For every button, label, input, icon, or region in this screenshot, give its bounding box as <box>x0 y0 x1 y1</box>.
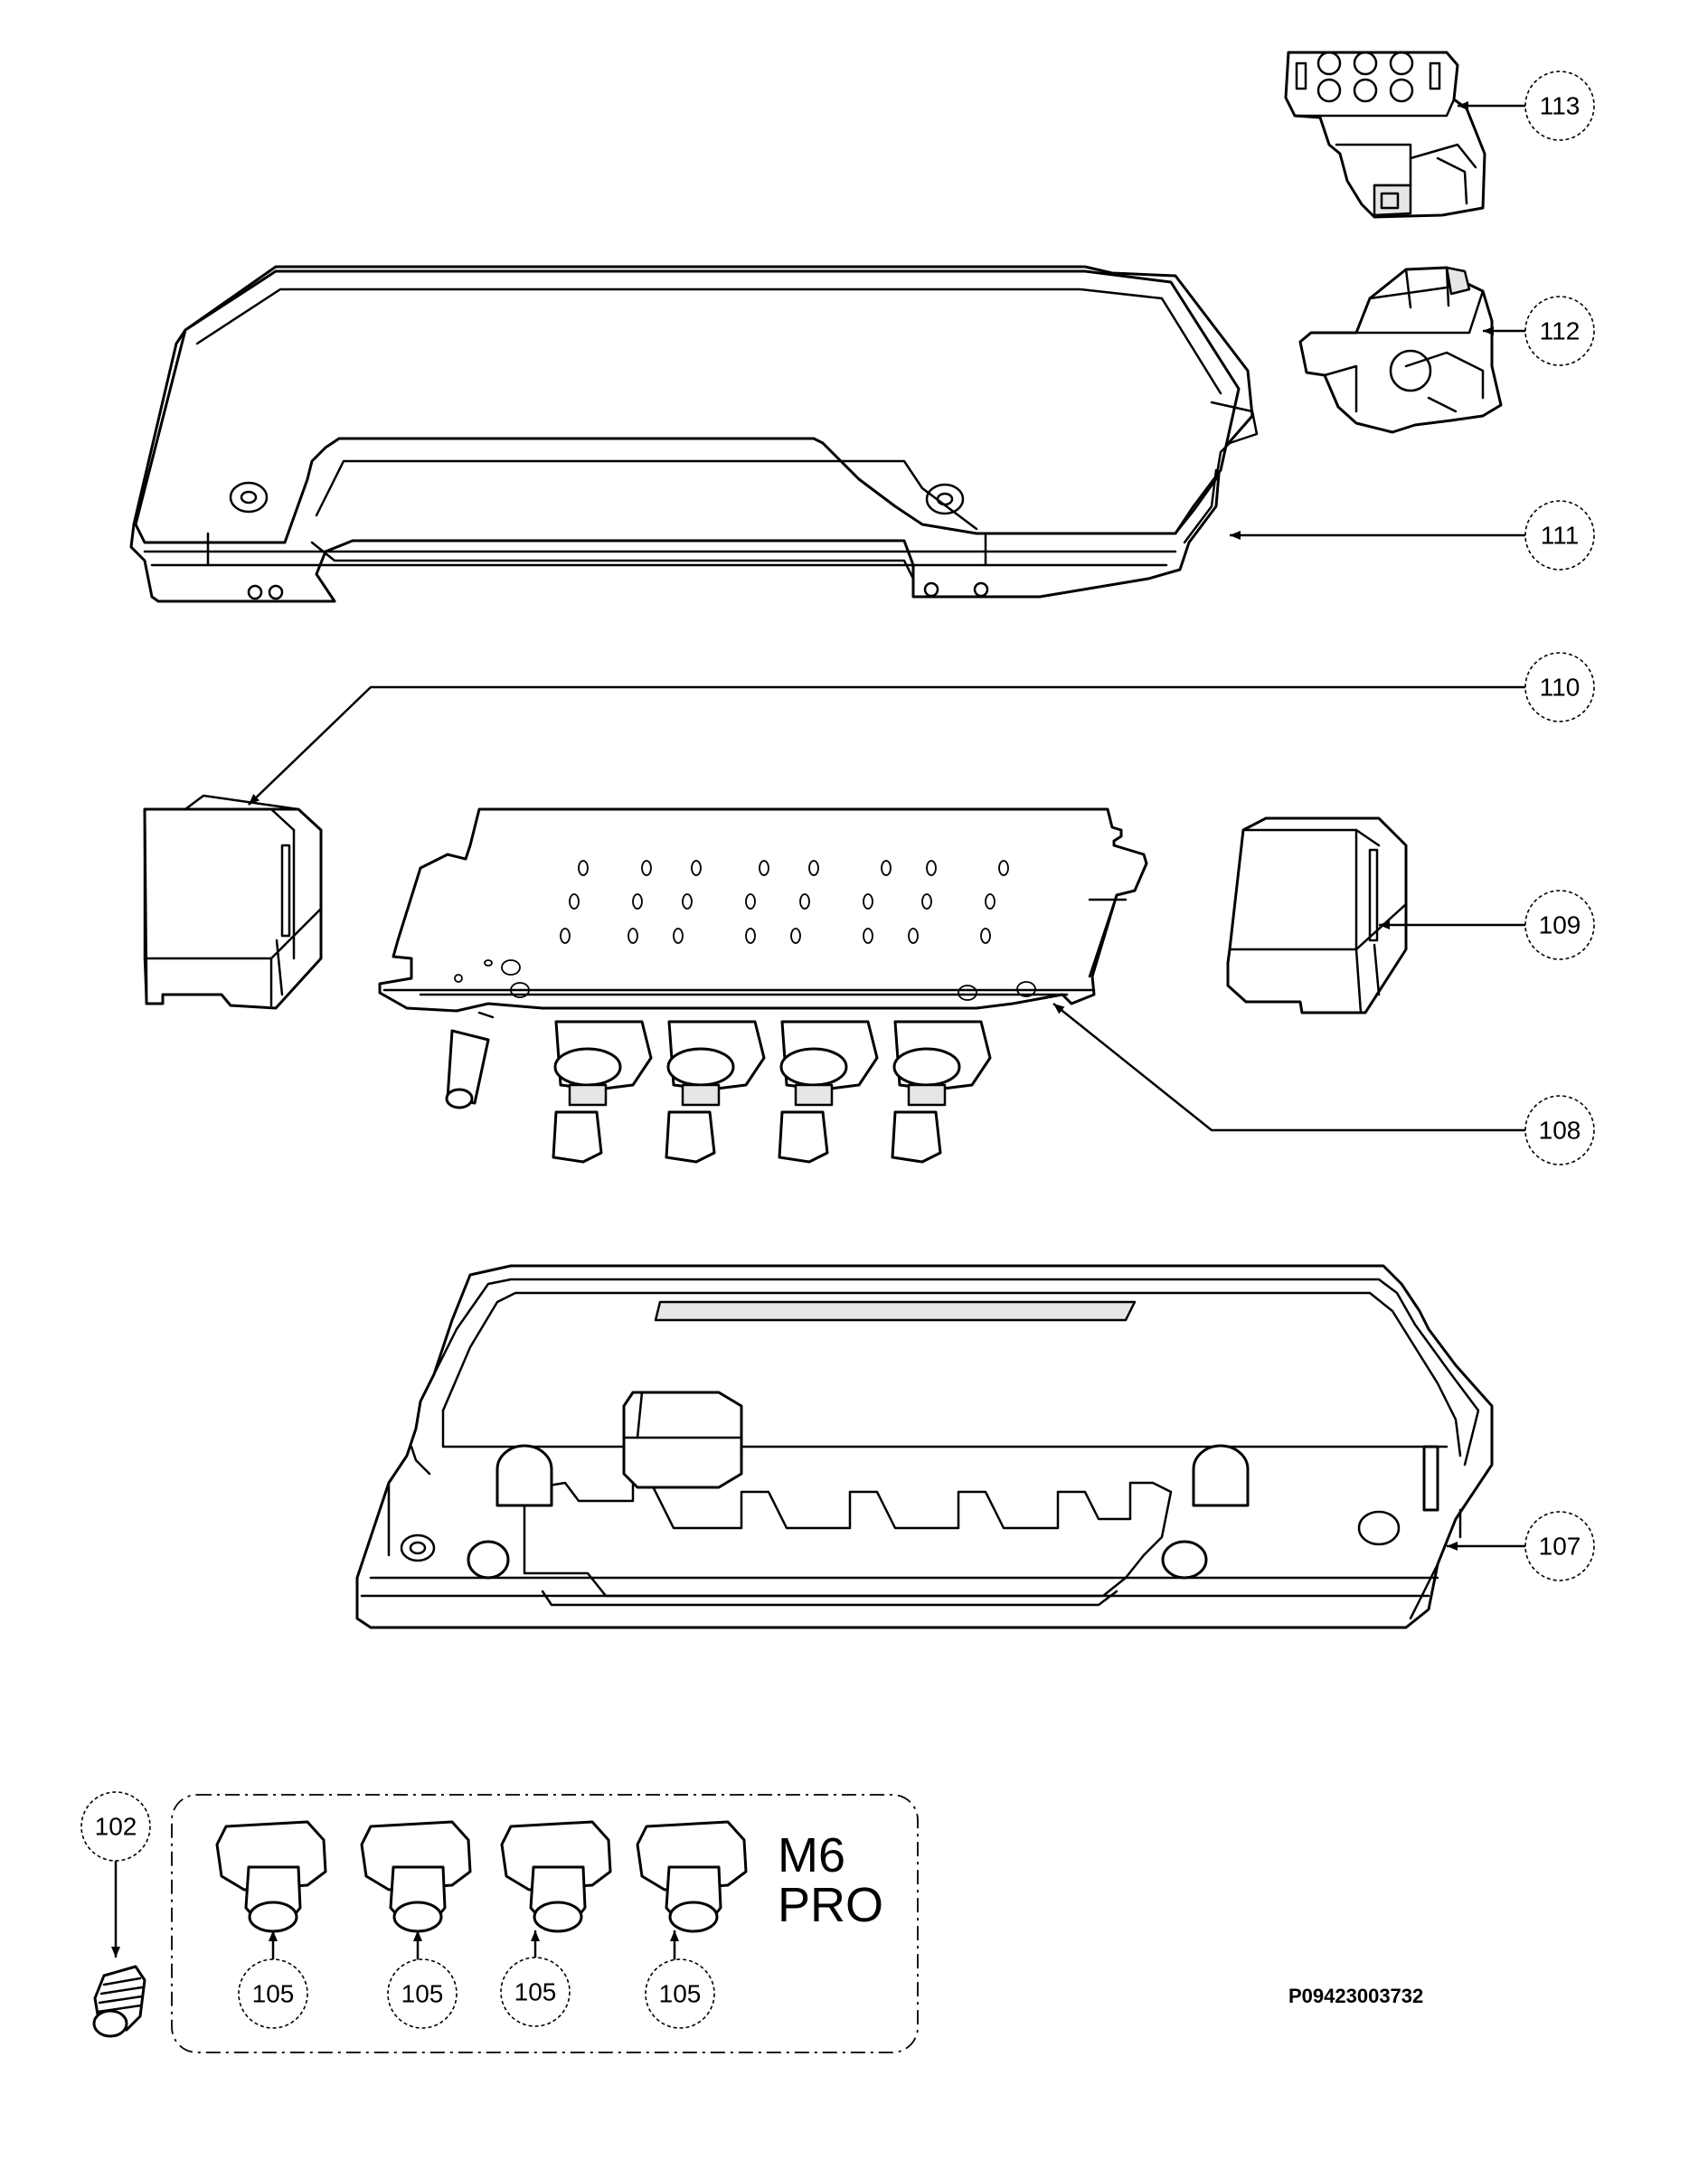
callout-105-d: 105 <box>645 1958 715 2029</box>
part-105-knob-3 <box>500 1820 612 1933</box>
callout-110-label: 110 <box>1540 674 1581 702</box>
pcb-switch-4 <box>891 1020 992 1164</box>
part-107-bottom-housing <box>355 1264 1494 1629</box>
callout-110: 110 <box>1524 652 1595 722</box>
part-102-grommet <box>92 1965 146 2038</box>
callout-102-label: 102 <box>95 1813 137 1841</box>
part-109-right-block <box>1226 816 1408 1014</box>
pcb-resistor <box>445 1011 495 1109</box>
part-111-top-cover <box>129 265 1259 603</box>
callout-102: 102 <box>80 1791 151 1862</box>
part-105-knob-2 <box>360 1820 472 1933</box>
callout-109: 109 <box>1524 890 1595 960</box>
callout-105-b: 105 <box>387 1958 458 2029</box>
callout-112-label: 112 <box>1540 317 1581 345</box>
pcb-switch-3 <box>778 1020 879 1164</box>
pcb-dimples <box>454 860 1036 1001</box>
part-105-knob-4 <box>636 1820 748 1933</box>
callout-108: 108 <box>1524 1095 1595 1165</box>
callout-107-label: 107 <box>1539 1533 1581 1561</box>
callout-111: 111 <box>1524 500 1595 571</box>
callout-111-label: 111 <box>1541 522 1580 550</box>
callout-105-a-label: 105 <box>252 1980 295 2008</box>
callout-107: 107 <box>1524 1511 1595 1581</box>
drawing-code: P09423003732 <box>1288 1985 1423 2007</box>
part-110-left-block <box>143 794 323 1010</box>
callout-108-label: 108 <box>1539 1117 1581 1145</box>
leader-lines <box>111 101 1528 1962</box>
callout-109-label: 109 <box>1539 911 1581 939</box>
callout-105-c: 105 <box>500 1957 571 2027</box>
part-112-clip <box>1298 266 1503 434</box>
part-105-knob-1 <box>215 1820 327 1933</box>
pcb-switch-2 <box>665 1020 766 1164</box>
part-113-connector <box>1284 51 1486 219</box>
callout-112: 112 <box>1524 296 1595 366</box>
callout-113-label: 113 <box>1540 92 1581 120</box>
part-108-pcb-board <box>378 807 1148 1164</box>
callout-105-b-label: 105 <box>401 1980 444 2008</box>
callout-105-d-label: 105 <box>659 1980 702 2008</box>
callout-105-a: 105 <box>238 1958 308 2029</box>
pcb-switch-1 <box>552 1020 653 1164</box>
callout-113: 113 <box>1524 71 1595 141</box>
model-name-line1: M6 <box>778 1828 845 1882</box>
model-group-box <box>171 1794 919 2053</box>
model-name-line2: PRO <box>778 1878 883 1932</box>
callout-105-c-label: 105 <box>514 1978 557 2006</box>
